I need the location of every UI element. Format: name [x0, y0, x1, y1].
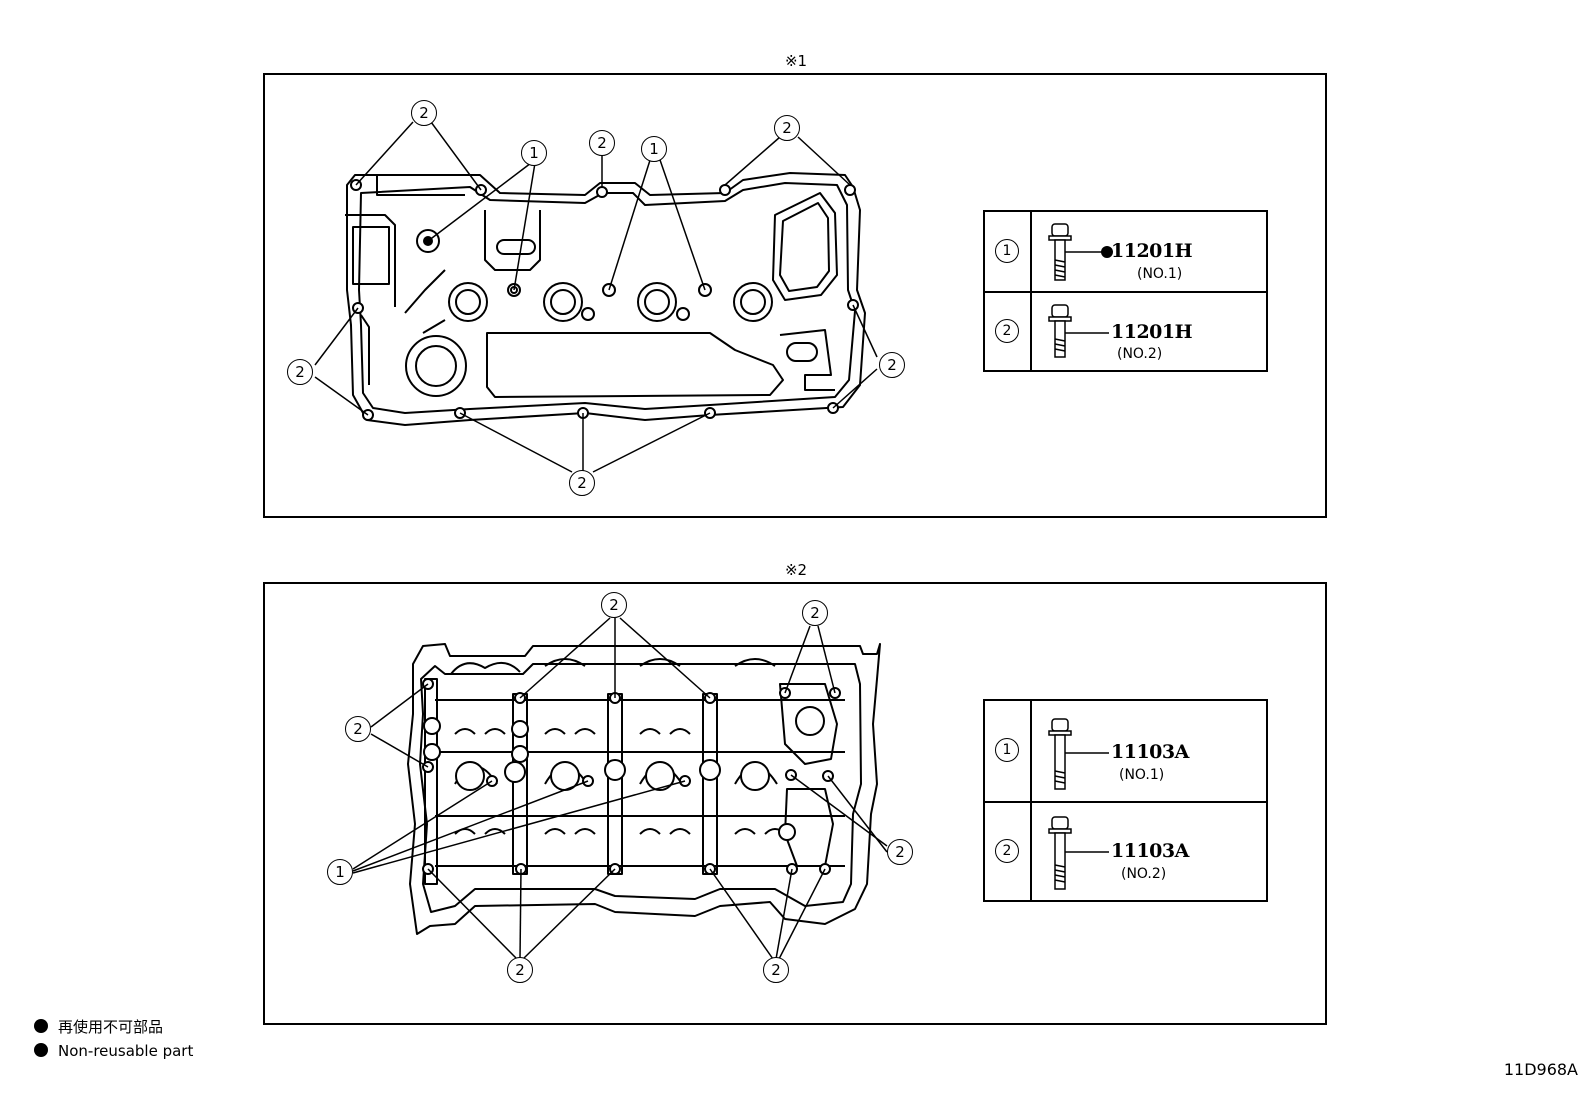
callout-2: 2	[601, 592, 627, 618]
figure1-parts-table: 1 11201H (NO.1) 2 11201H (NO.2)	[983, 210, 1268, 372]
figure2-panel: 2 2 2 1 2 2 2	[263, 582, 1327, 1025]
part-sub: (NO.2)	[1121, 866, 1167, 882]
leader-line	[1065, 851, 1109, 853]
callout-2: 2	[763, 957, 789, 983]
parts-row: 2 11103A (NO.2)	[985, 803, 1266, 900]
bolt-icon	[1048, 718, 1072, 790]
callout-2: 2	[507, 957, 533, 983]
non-reusable-dot	[1101, 246, 1113, 258]
callout-1: 1	[641, 136, 667, 162]
figure1-title: ※1	[784, 52, 808, 70]
callout-2: 2	[345, 716, 371, 742]
cylinder-head-cover-drawing	[314, 121, 878, 473]
parts-row: 1 11201H (NO.1)	[985, 212, 1266, 293]
callout-2: 2	[887, 839, 913, 865]
legend-english: Non-reusable part	[34, 1042, 193, 1060]
callout-2: 2	[589, 130, 615, 156]
legend-japanese: 再使用不可部品	[34, 1016, 163, 1037]
part-number: 11201H	[1111, 240, 1193, 262]
callout-1: 1	[327, 859, 353, 885]
callout-2: 2	[569, 470, 595, 496]
document-id: 11D968A	[1503, 1060, 1578, 1079]
row-key: 2	[995, 838, 1019, 863]
callout-2: 2	[774, 115, 800, 141]
bolt-icon	[1048, 816, 1072, 890]
part-sub: (NO.2)	[1117, 346, 1163, 362]
leader-line	[1065, 752, 1109, 754]
part-sub: (NO.1)	[1119, 767, 1165, 783]
callout-2: 2	[879, 352, 905, 378]
figure1-panel: 2 2 2 1 1 2 2 2	[263, 73, 1327, 518]
callout-2: 2	[411, 100, 437, 126]
row-key: 1	[995, 738, 1019, 762]
callout-1: 1	[521, 140, 547, 166]
parts-row: 2 11201H (NO.2)	[985, 293, 1266, 370]
non-reusable-dot-icon	[34, 1019, 48, 1033]
legend-english-text: Non-reusable part	[58, 1042, 194, 1060]
non-reusable-dot-icon	[34, 1043, 48, 1057]
leader-line	[1065, 246, 1113, 258]
part-number: 11103A	[1111, 840, 1189, 862]
part-number: 11201H	[1111, 321, 1193, 343]
callout-2: 2	[287, 359, 313, 385]
bolt-icon	[1048, 223, 1072, 281]
leader-line	[1065, 332, 1109, 334]
row-key: 1	[995, 238, 1019, 263]
part-number: 11103A	[1111, 741, 1189, 763]
row-key: 2	[995, 318, 1019, 343]
legend-japanese-text: 再使用不可部品	[58, 1018, 164, 1036]
figure2-title: ※2	[784, 561, 808, 579]
callout-2: 2	[802, 600, 828, 626]
parts-row: 1 11103A (NO.1)	[985, 701, 1266, 803]
figure2-parts-table: 1 11103A (NO.1) 2 11103A (NO.2)	[983, 699, 1268, 902]
cylinder-head-drawing	[352, 617, 888, 960]
bolt-icon	[1048, 304, 1072, 358]
part-sub: (NO.1)	[1137, 266, 1183, 282]
